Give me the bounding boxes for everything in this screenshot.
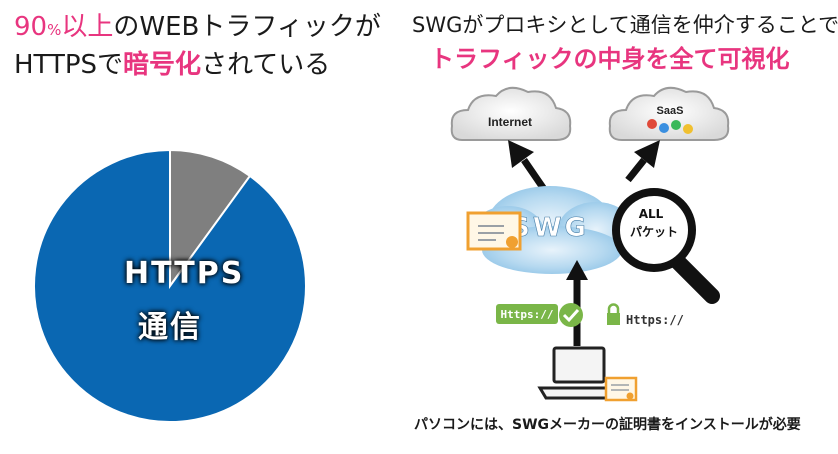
- https-badge-green: Https://: [496, 303, 583, 327]
- pie-label-https: HTTPS: [124, 256, 245, 291]
- pie-label-tsushin: 通信: [138, 310, 202, 345]
- diagram-svg: Internet SaaS SWG: [450, 86, 730, 402]
- cloud-saas-label: SaaS: [657, 105, 684, 117]
- lock-https-text: Https://: [626, 313, 684, 327]
- headline-line2-emphasis: 暗号化: [123, 50, 202, 80]
- arrow-to-saas-icon: [625, 140, 660, 183]
- right-title-line1: SWGがプロキシとして通信を仲介することで: [412, 13, 838, 37]
- saas-cloud-icon: SaaS: [608, 86, 730, 141]
- internet-cloud-icon: Internet: [450, 86, 572, 141]
- left-headline-line2: HTTPSで暗号化されている: [14, 50, 330, 80]
- laptop-icon: [537, 346, 621, 400]
- lock-https-label: Https://: [607, 303, 684, 327]
- headline-percent-rest: 以上: [61, 12, 114, 42]
- swg-proxy-diagram: Internet SaaS SWG: [400, 70, 838, 450]
- headline-line2-suffix: されている: [201, 50, 331, 80]
- footer-note: パソコンには、SWGメーカーの証明書をインストールが必要: [414, 417, 801, 433]
- headline-line1-rest: のWEBトラフィックが: [113, 12, 381, 42]
- magnifier-icon: ALL パケット: [612, 188, 720, 304]
- https-badge-label: Https://: [501, 308, 554, 321]
- headline-line2-prefix: HTTPSで: [14, 50, 124, 80]
- saas-app-dot-icon: [647, 119, 657, 129]
- saas-app-dot-icon: [659, 123, 669, 133]
- left-headline-line1: 90%以上のWEBトラフィックが: [14, 12, 381, 45]
- https-share-pie: HTTPS 通信: [20, 96, 320, 436]
- pie-slice-other: [169, 148, 252, 290]
- cloud-internet-label: Internet: [488, 115, 532, 129]
- certificate-icon: [466, 211, 522, 251]
- laptop-certificate-icon: [604, 376, 638, 402]
- right-title-line2: トラフィックの中身を全て可視化: [430, 45, 790, 73]
- swg-label: SWG: [511, 213, 589, 243]
- magnifier-label-packet: パケット: [630, 225, 678, 239]
- headline-percent-unit: %: [47, 21, 62, 39]
- saas-app-dot-icon: [671, 120, 681, 130]
- lock-icon: [607, 313, 620, 325]
- check-icon: [559, 303, 583, 327]
- pie-slice-https: [33, 148, 307, 423]
- headline-percent-value: 90: [14, 12, 48, 42]
- pie-svg: [33, 148, 307, 423]
- magnifier-label-all: ALL: [639, 207, 664, 221]
- saas-app-dot-icon: [683, 124, 693, 134]
